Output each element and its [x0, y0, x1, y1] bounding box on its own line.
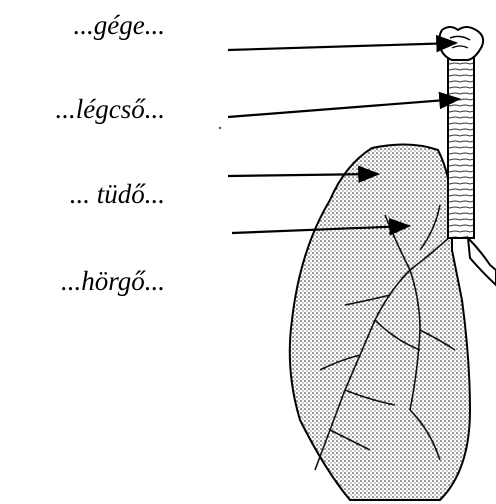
trachea-shape — [448, 58, 474, 238]
right-bronchus-stub — [468, 238, 496, 285]
arrow-trachea — [228, 99, 459, 117]
arrow-larynx — [228, 43, 456, 50]
lung-shape — [290, 144, 470, 500]
